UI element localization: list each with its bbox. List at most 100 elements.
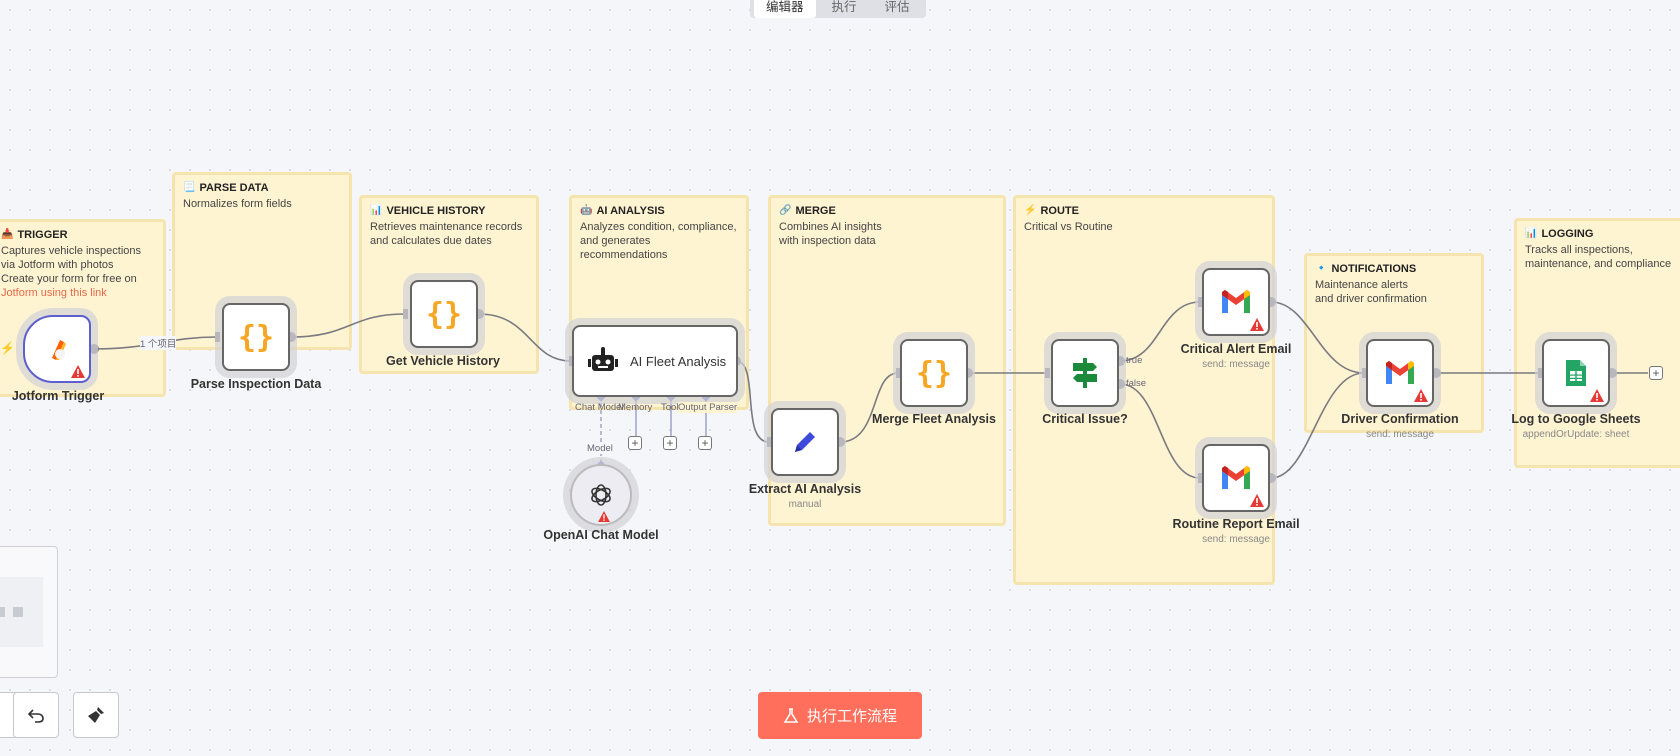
tab-evaluations[interactable]: 评估 bbox=[884, 0, 910, 14]
chart-icon: 📊 bbox=[1525, 228, 1538, 239]
node-ai-fleet-analysis[interactable]: AI Fleet Analysis bbox=[572, 325, 738, 397]
google-sheets-icon bbox=[1566, 360, 1586, 386]
execute-workflow-button[interactable]: 执行工作流程 bbox=[758, 692, 922, 739]
node-extract-ai-analysis[interactable] bbox=[771, 408, 839, 476]
input-handle bbox=[1538, 368, 1543, 378]
view-tabs: 编辑器 执行 评估 bbox=[750, 0, 926, 18]
node-subtitle: send: message bbox=[1366, 429, 1434, 440]
note-description: Tracks all inspections, maintenance, and… bbox=[1525, 244, 1672, 270]
node-get-vehicle-history[interactable]: {} bbox=[410, 280, 478, 348]
note-title: ROUTE bbox=[1040, 205, 1079, 217]
node-critical-issue[interactable] bbox=[1051, 339, 1119, 407]
node-label: Routine Report Email bbox=[1172, 517, 1300, 531]
note-description: Retrieves maintenance records and calcul… bbox=[370, 221, 523, 247]
edge-history-ai bbox=[478, 313, 572, 362]
inbox-icon: 📥 bbox=[1, 229, 14, 240]
add-node-button[interactable]: + bbox=[1649, 366, 1663, 380]
note-title: TRIGGER bbox=[17, 229, 68, 241]
jotform-link[interactable]: Jotform using this link bbox=[1, 287, 107, 299]
note-logging[interactable]: 📊LOGGING Tracks all inspections, mainten… bbox=[1514, 218, 1680, 468]
node-subtitle: send: message bbox=[1202, 534, 1270, 545]
minimap-node bbox=[0, 607, 5, 617]
node-label: OpenAI Chat Model bbox=[543, 528, 659, 542]
lightning-icon: ⚡ bbox=[0, 341, 15, 355]
input-label-tool: Tool bbox=[661, 402, 679, 413]
add-memory-button[interactable]: + bbox=[628, 436, 642, 450]
node-label: Extract AI Analysis bbox=[748, 482, 862, 496]
tab-editor[interactable]: 编辑器 bbox=[754, 0, 816, 18]
input-label-output-parser: Output Parser bbox=[678, 402, 738, 413]
warning-icon bbox=[71, 365, 85, 378]
note-title: MERGE bbox=[795, 205, 836, 217]
undo-button[interactable] bbox=[13, 692, 59, 738]
link-icon: 🔗 bbox=[779, 205, 792, 216]
add-tool-button[interactable]: + bbox=[663, 436, 677, 450]
node-driver-confirmation[interactable] bbox=[1366, 339, 1434, 407]
note-description: Critical vs Routine bbox=[1024, 221, 1113, 233]
input-handle bbox=[767, 437, 772, 447]
input-handle bbox=[215, 332, 220, 342]
node-critical-alert-email[interactable] bbox=[1202, 268, 1270, 336]
broom-icon bbox=[88, 707, 104, 723]
input-handle bbox=[403, 309, 408, 319]
node-subtitle: send: message bbox=[1202, 359, 1270, 370]
note-title: AI ANALYSIS bbox=[596, 205, 665, 217]
node-routine-report-email[interactable] bbox=[1202, 444, 1270, 512]
gmail-icon bbox=[1222, 466, 1250, 489]
pencil-icon bbox=[795, 432, 815, 452]
input-handle bbox=[1362, 368, 1367, 378]
tidy-up-button[interactable] bbox=[73, 692, 119, 738]
input-label-model: Model bbox=[587, 443, 613, 454]
note-line: via Jotform with photos bbox=[1, 259, 114, 271]
node-merge-fleet-analysis[interactable]: {} bbox=[900, 339, 968, 407]
edge-true-alert bbox=[1119, 301, 1201, 362]
node-log-to-google-sheets[interactable] bbox=[1542, 339, 1610, 407]
node-label: Driver Confirmation bbox=[1341, 412, 1459, 426]
execute-workflow-label: 执行工作流程 bbox=[806, 708, 897, 725]
note-description: Combines AI insights with inspection dat… bbox=[779, 221, 882, 247]
edge-extract-merge bbox=[839, 372, 899, 443]
true-branch-label: true bbox=[1126, 355, 1143, 366]
warning-icon bbox=[1250, 494, 1264, 507]
tab-executions[interactable]: 执行 bbox=[831, 0, 857, 14]
input-handle bbox=[1198, 473, 1203, 483]
node-jotform-trigger[interactable] bbox=[23, 315, 91, 383]
input-handle bbox=[896, 368, 901, 378]
note-vehicle-history[interactable]: 📊VEHICLE HISTORY Retrieves maintenance r… bbox=[359, 195, 539, 374]
input-handle bbox=[569, 356, 574, 366]
minimap[interactable] bbox=[0, 546, 58, 678]
code-braces-icon: {} bbox=[237, 319, 275, 355]
note-line: Create your form for free on bbox=[1, 273, 137, 285]
lightning-icon: ⚡ bbox=[1024, 205, 1037, 216]
edge-parse-history bbox=[290, 313, 406, 338]
diamond-icon: 🔹 bbox=[1315, 263, 1328, 274]
signpost-icon bbox=[1073, 358, 1097, 388]
node-subtitle: appendOrUpdate: sheet bbox=[1522, 429, 1630, 440]
code-braces-icon: {} bbox=[425, 296, 463, 332]
input-label-chat-model: Chat Model bbox=[575, 402, 624, 413]
node-label: Get Vehicle History bbox=[386, 354, 500, 368]
warning-icon bbox=[598, 511, 610, 522]
note-description: Maintenance alerts and driver confirmati… bbox=[1315, 279, 1427, 305]
code-braces-icon: {} bbox=[915, 355, 953, 391]
node-label: Critical Issue? bbox=[1042, 412, 1128, 426]
node-title: AI Fleet Analysis bbox=[630, 353, 727, 369]
node-openai-chat-model[interactable] bbox=[570, 464, 632, 526]
flask-icon bbox=[783, 707, 799, 723]
edge-ai-extract bbox=[735, 360, 770, 443]
items-count-label: 1 个项目 bbox=[140, 336, 177, 350]
note-title: VEHICLE HISTORY bbox=[386, 205, 486, 217]
note-title: LOGGING bbox=[1541, 228, 1594, 240]
node-label: Log to Google Sheets bbox=[1511, 412, 1641, 426]
edge-false-routine bbox=[1119, 383, 1201, 479]
node-label: Jotform Trigger bbox=[11, 389, 105, 403]
warning-icon bbox=[1414, 389, 1428, 402]
input-handle bbox=[1198, 297, 1203, 307]
note-description: Analyzes condition, compliance, and gene… bbox=[580, 221, 737, 261]
node-parse-inspection-data[interactable]: {} bbox=[222, 303, 290, 371]
input-label-memory: Memory bbox=[618, 402, 653, 413]
add-output-parser-button[interactable]: + bbox=[698, 436, 712, 450]
edge-routine-driver bbox=[1270, 372, 1365, 479]
edge-alert-driver bbox=[1270, 301, 1365, 374]
